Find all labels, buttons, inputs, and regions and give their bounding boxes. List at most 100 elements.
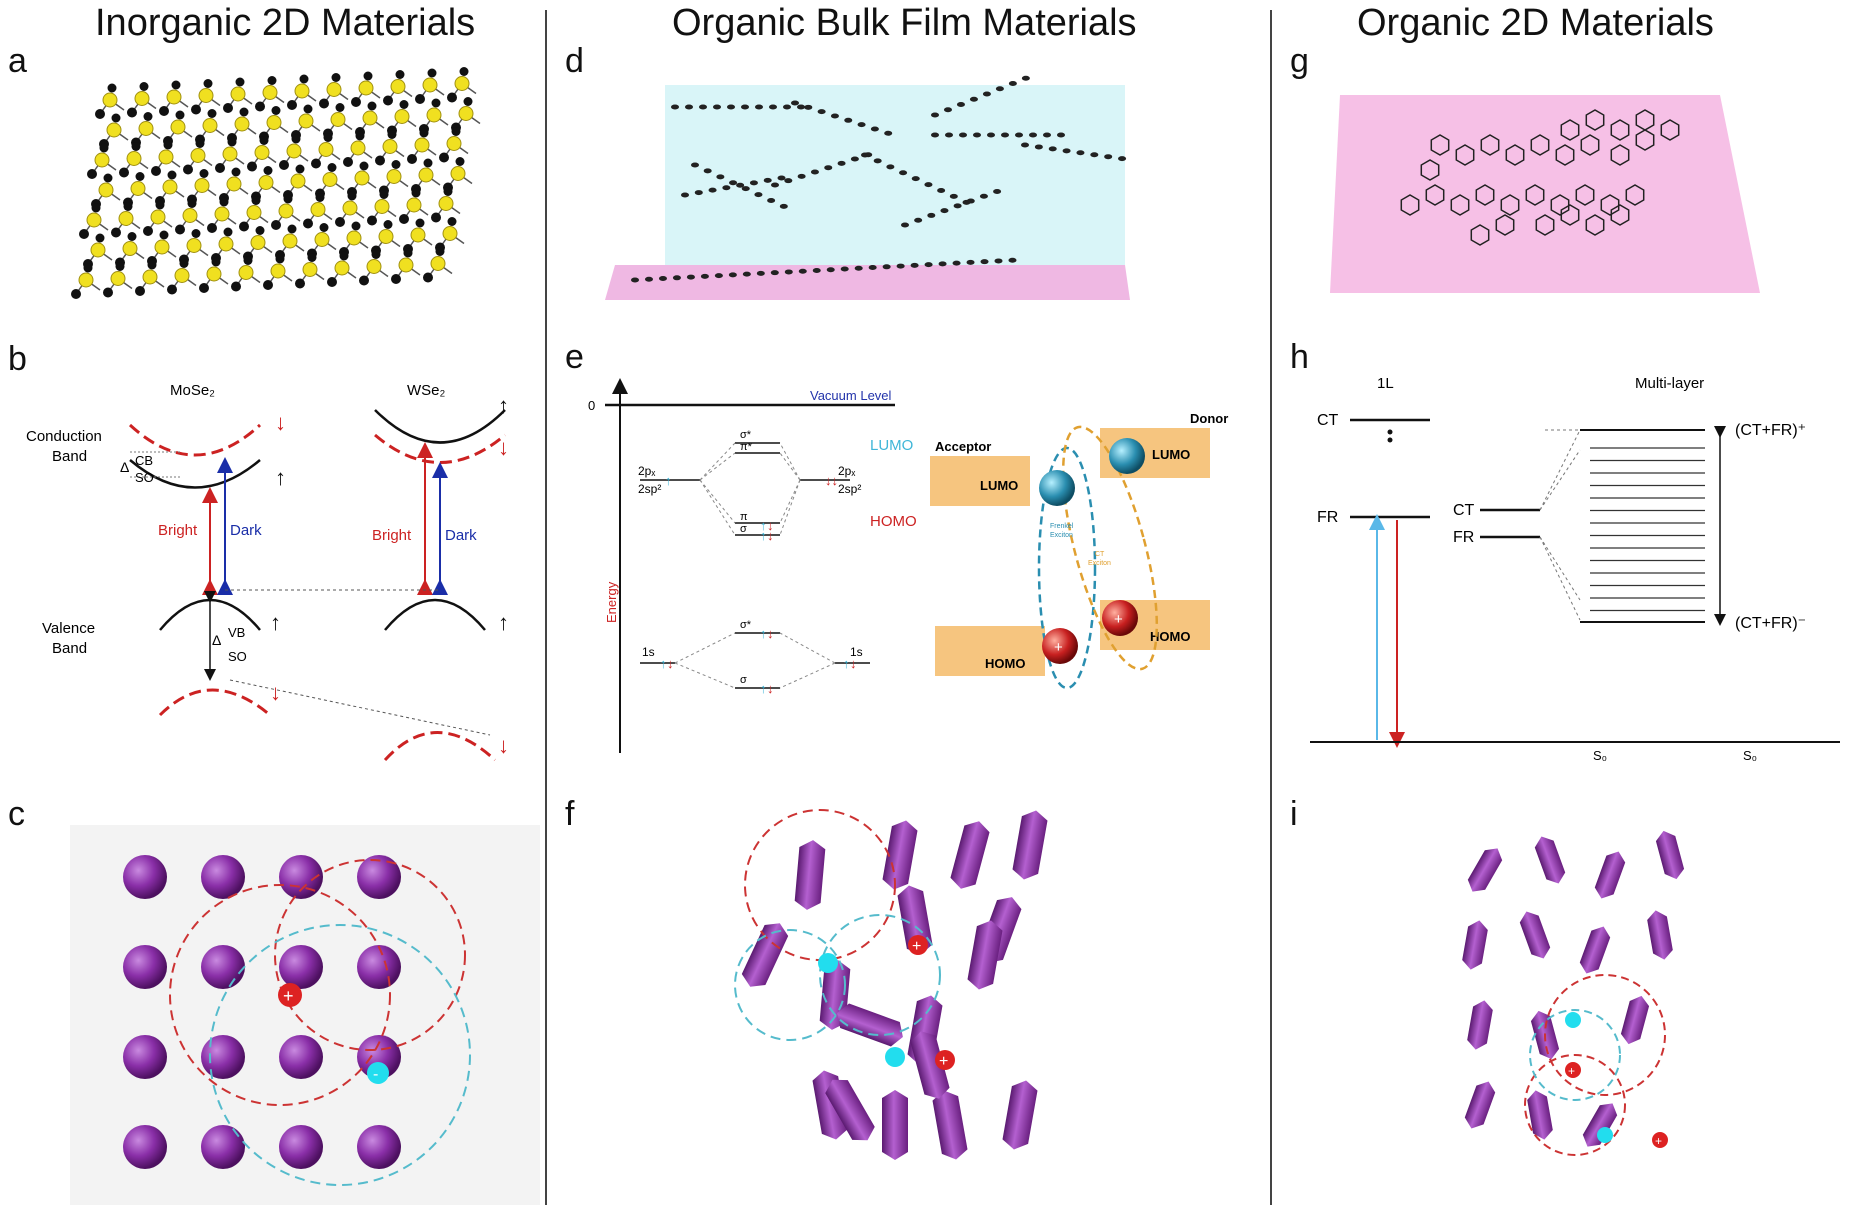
svg-text:+: +	[939, 1053, 948, 1070]
svg-text:↓↓: ↓↓	[825, 473, 838, 488]
svg-text:↓: ↓	[667, 656, 674, 671]
column-title-organic-2d: Organic 2D Materials	[1357, 2, 1714, 44]
column-divider-left	[545, 10, 547, 1205]
bright-label-wse2: Bright	[372, 527, 412, 544]
svg-text:↓: ↓	[767, 518, 774, 533]
vacuum-level-label: Vacuum Level	[810, 388, 892, 403]
delta-cb-sub: SO	[135, 470, 154, 485]
orbital-1s-right: 1s	[850, 645, 863, 659]
svg-text:↓: ↓	[767, 528, 774, 543]
svg-text:↓: ↓	[275, 410, 286, 435]
sigma-star-lower: σ*	[740, 619, 752, 631]
frenkel-exciton-label-1: Frenkel	[1050, 523, 1074, 530]
ct-multilayer-label: CT	[1453, 502, 1475, 519]
svg-text:+: +	[912, 938, 921, 955]
panel-c-exciton-spheres: + -	[70, 825, 540, 1205]
panel-d-bulk-film-illustration	[605, 75, 1130, 300]
svg-text:↓: ↓	[270, 680, 281, 705]
panel-letter-g: g	[1290, 42, 1309, 80]
fr-1l-label: FR	[1317, 509, 1338, 526]
panel-f-rod-molecules: + +	[734, 809, 1048, 1160]
bright-label-mose2: Bright	[158, 522, 198, 539]
svg-text:↑: ↑	[760, 626, 767, 641]
panel-letter-i: i	[1290, 795, 1298, 833]
ct-1l-label: CT	[1317, 412, 1339, 429]
one-layer-label: 1L	[1377, 375, 1394, 392]
delta-cb-symbol: Δ	[120, 459, 129, 475]
panel-letter-f: f	[565, 795, 575, 833]
mose2-cb-dashed	[128, 423, 262, 457]
svg-text:+: +	[1568, 1064, 1575, 1078]
mose2-cb-solid	[129, 459, 261, 489]
panel-i-rod-molecules-2d: + +	[1462, 830, 1685, 1156]
s0-label-1: S₀	[1593, 748, 1607, 763]
panel-a-lattice-illustration	[71, 67, 481, 299]
wse2-cb-dashed	[374, 433, 506, 464]
panel-b-band-diagram: MoSe₂ WSe₂ Conduction Band Valence Band …	[26, 382, 509, 762]
svg-text:↑: ↑	[760, 518, 767, 533]
svg-text:+: +	[1655, 1134, 1662, 1148]
svg-text:↑: ↑	[498, 393, 509, 418]
panel-letter-d: d	[565, 42, 584, 80]
pi-label: π	[740, 511, 748, 523]
valence-band-label-1: Valence	[42, 620, 95, 637]
wse2-vb-solid	[384, 598, 486, 631]
svg-text:↑: ↑	[660, 656, 667, 671]
dark-label-mose2: Dark	[230, 522, 262, 539]
orbital-2p-left: 2pₓ	[638, 464, 655, 478]
donor-homo-label: HOMO	[1150, 629, 1190, 644]
ct-fr-plus-label: (CT+FR)⁺	[1735, 422, 1806, 439]
homo-orbital-label: HOMO	[870, 513, 917, 530]
sigma-star-upper: σ*	[740, 429, 752, 441]
ct-exciton-label-2: Exciton	[1088, 560, 1111, 567]
svg-text:+: +	[1054, 639, 1063, 656]
svg-text:↓: ↓	[767, 626, 774, 641]
orbital-1s-left: 1s	[642, 645, 655, 659]
conduction-band-label-1: Conduction	[26, 428, 102, 445]
orbital-2p-right: 2pₓ	[838, 464, 855, 478]
fr-multilayer-label: FR	[1453, 529, 1474, 546]
donor-label: Donor	[1190, 411, 1228, 426]
material-mose2-label: MoSe₂	[170, 382, 215, 399]
lumo-orbital-label: LUMO	[870, 437, 913, 454]
donor-lumo-label: LUMO	[1152, 447, 1190, 462]
panel-g-organic-2d-illustration	[1330, 95, 1760, 293]
panel-letter-a: a	[8, 42, 27, 80]
panel-e-energy-diagram: 0 Vacuum Level Energy 2pₓ 2sp² 2pₓ 2sp² …	[588, 378, 1228, 753]
acceptor-label: Acceptor	[935, 439, 991, 454]
svg-text:↑: ↑	[498, 610, 509, 635]
orbital-2sp-left: 2sp²	[638, 482, 661, 496]
s0-label-2: S₀	[1743, 748, 1757, 763]
acceptor-lumo-label: LUMO	[980, 478, 1018, 493]
svg-text:+: +	[283, 986, 294, 1006]
svg-text:↓: ↓	[767, 681, 774, 696]
svg-text:+: +	[1114, 611, 1123, 628]
wse2-vb-dashed	[383, 731, 497, 762]
svg-text:↓: ↓	[498, 733, 509, 758]
material-wse2-label: WSe₂	[407, 382, 446, 399]
frenkel-exciton-label-2: Exciton	[1050, 532, 1073, 539]
valence-band-label-2: Band	[52, 640, 87, 657]
svg-text:-: -	[373, 1066, 378, 1083]
svg-text:↓: ↓	[498, 435, 509, 460]
panel-letter-e: e	[565, 338, 584, 376]
column-title-inorganic-2d: Inorganic 2D Materials	[95, 2, 476, 44]
zero-energy-label: 0	[588, 398, 595, 413]
panel-h-energy-levels: 1L Multi-layer CT FR CT FR (CT+FR)⁺ (CT+…	[1310, 375, 1840, 763]
svg-text:↑: ↑	[843, 656, 850, 671]
delta-vb-sup: VB	[228, 625, 245, 640]
conduction-band-label-2: Band	[52, 448, 87, 465]
delta-vb-sub: SO	[228, 649, 247, 664]
ct-fr-minus-label: (CT+FR)⁻	[1735, 615, 1806, 632]
panel-letter-c: c	[8, 795, 25, 833]
svg-text:↑: ↑	[275, 465, 286, 490]
multi-layer-label: Multi-layer	[1635, 375, 1704, 392]
acceptor-homo-label: HOMO	[985, 656, 1025, 671]
sigma-label-lower: σ	[740, 674, 747, 686]
svg-text:↑: ↑	[665, 473, 672, 488]
svg-text:↓: ↓	[850, 656, 857, 671]
delta-cb-sup: CB	[135, 453, 153, 468]
svg-text:↑: ↑	[760, 681, 767, 696]
panel-letter-b: b	[8, 340, 27, 378]
wse2-cb-solid	[374, 409, 506, 444]
